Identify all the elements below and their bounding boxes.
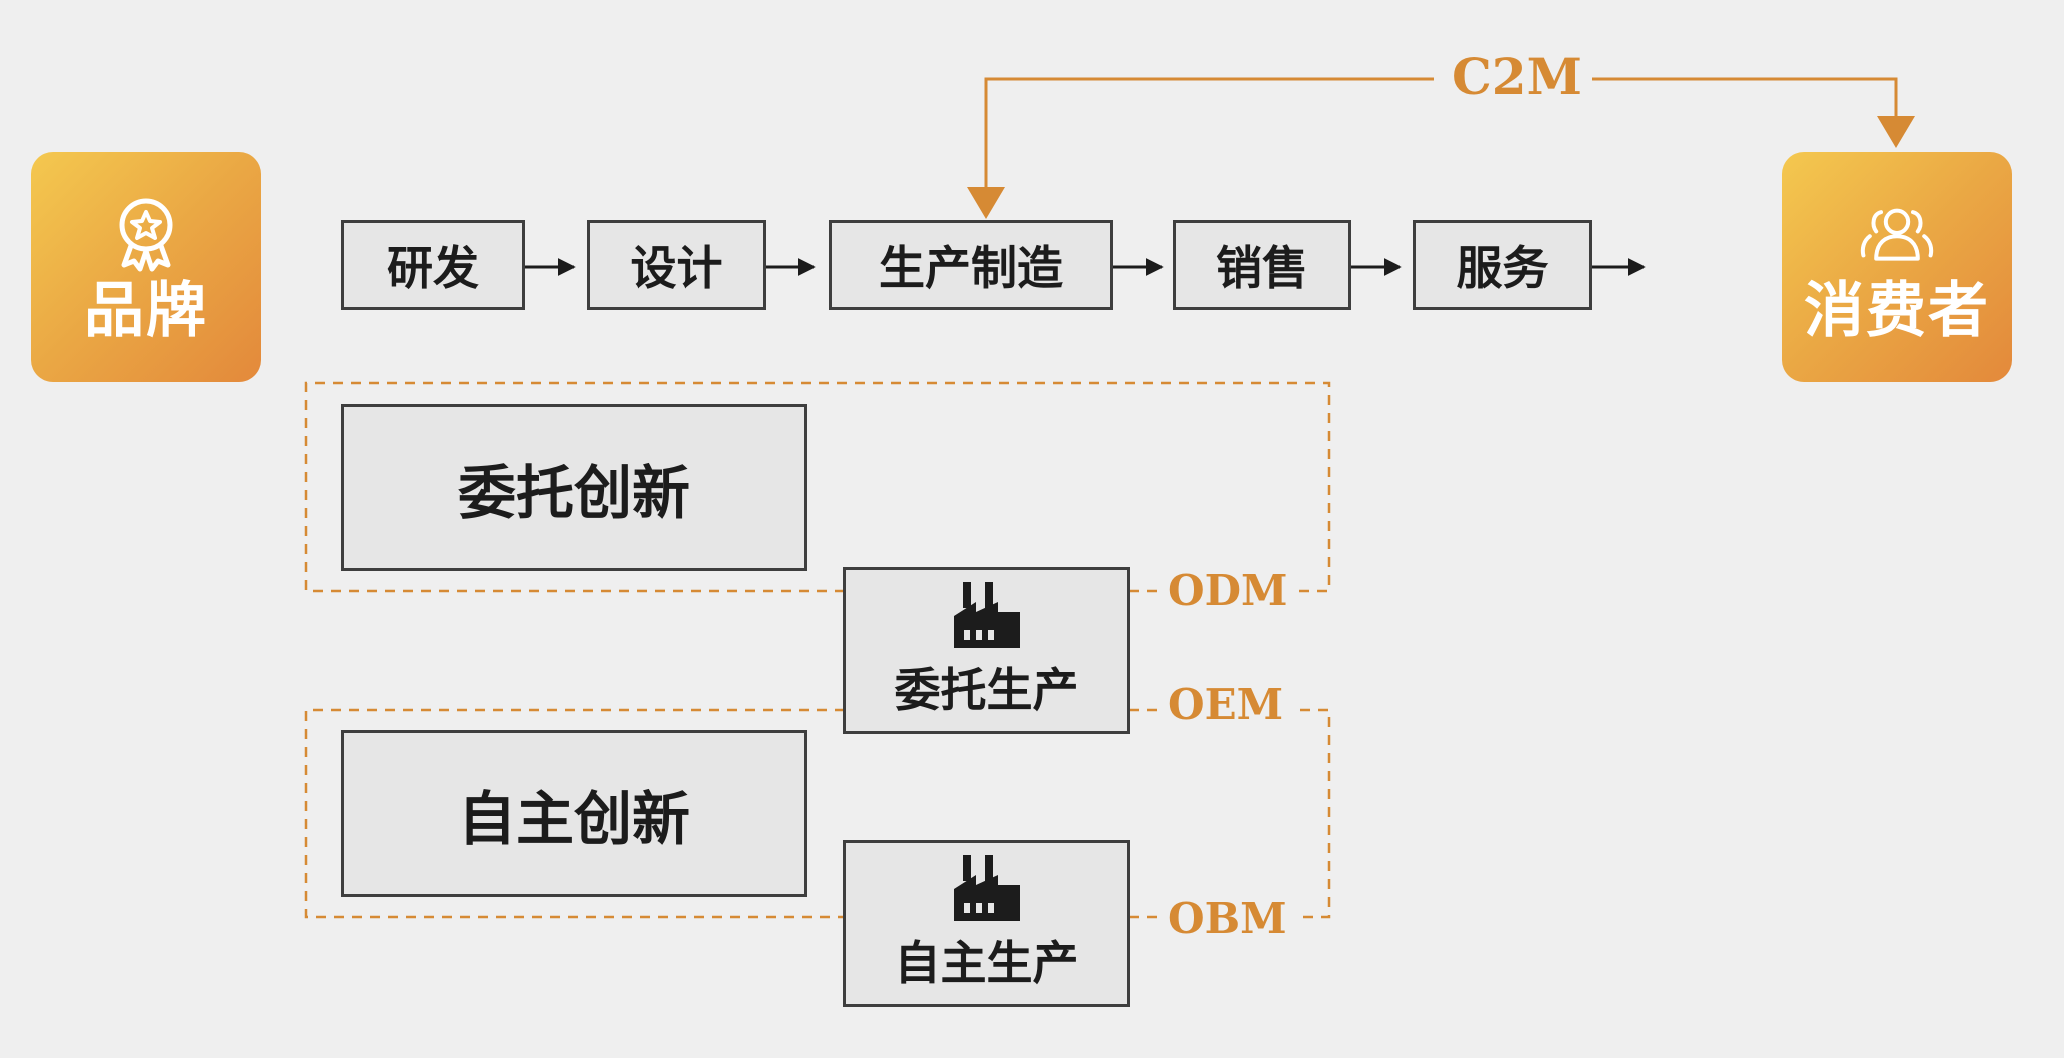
- users-icon: [1860, 208, 1934, 261]
- c2m-label: C2M: [1442, 52, 1592, 102]
- entrusted-production-label: 委托生产: [894, 662, 1079, 717]
- brand-label: 品牌: [84, 276, 208, 346]
- oem-label: OEM: [1158, 684, 1294, 726]
- entrusted-production-box: 委托生产: [843, 567, 1130, 734]
- award-badge-icon: [119, 198, 173, 272]
- step-research: 研发: [341, 220, 525, 310]
- factory-icon: [953, 581, 1020, 648]
- consumer-tile: 消费者: [1782, 152, 2012, 382]
- factory-icon: [953, 854, 1020, 921]
- independent-innovation-box: 自主创新: [341, 730, 807, 897]
- c2m-connector: [984, 77, 1898, 194]
- odm-group-outline: [304, 381, 1331, 593]
- independent-production-label: 自主生产: [894, 935, 1079, 990]
- step-service: 服务: [1413, 220, 1592, 310]
- entrusted-innovation-box: 委托创新: [341, 404, 807, 571]
- brand-tile: 品牌: [31, 152, 261, 382]
- obm-label: OBM: [1158, 898, 1297, 940]
- c2m-arrowhead-consumer: [1877, 116, 1915, 148]
- step-sales: 销售: [1173, 220, 1351, 310]
- step-design: 设计: [587, 220, 766, 310]
- odm-label: ODM: [1158, 570, 1298, 612]
- step-manufacturing: 生产制造: [829, 220, 1113, 310]
- independent-production-box: 自主生产: [843, 840, 1130, 1007]
- c2m-arrowhead-production: [967, 187, 1005, 219]
- consumer-label: 消费者: [1804, 276, 1990, 346]
